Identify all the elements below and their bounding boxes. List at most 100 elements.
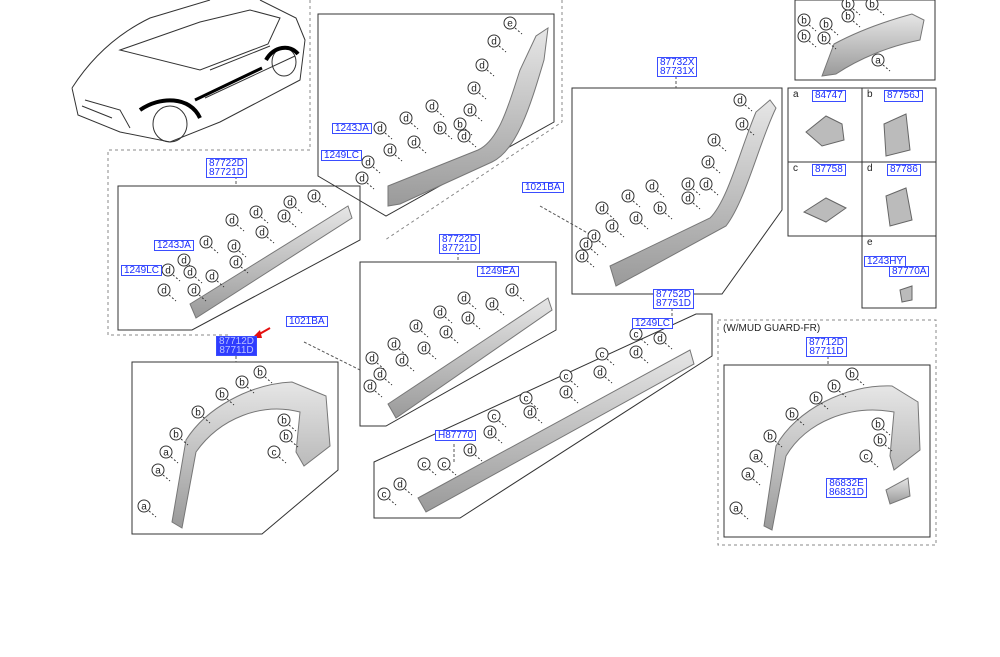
callout-d: d (681, 177, 701, 196)
callout-d: d (205, 269, 225, 288)
part-code-line: 87770A (892, 266, 927, 277)
part-code-line: 87731X (660, 66, 695, 77)
callout-d: d (199, 235, 219, 254)
callout-b: b (169, 427, 189, 446)
svg-text:c: c (564, 372, 569, 383)
callout-d: d (699, 177, 719, 196)
svg-text:b: b (821, 34, 827, 45)
callout-d: d (439, 325, 459, 344)
legend-letter-c: c (793, 163, 798, 174)
svg-text:d: d (391, 340, 397, 351)
part-code-line: 87732X (660, 57, 695, 68)
panel-frame-7 (723, 364, 931, 538)
callout-d: d (373, 121, 393, 140)
part-label-1243ja-a[interactable]: 1243JA (332, 123, 372, 134)
callout-d: d (595, 201, 615, 220)
svg-text:d: d (591, 232, 597, 243)
svg-text:a: a (733, 504, 739, 515)
part-label-1021ba-b[interactable]: 1021BA (286, 316, 328, 327)
callout-d: d (467, 81, 487, 100)
part-label-h87770[interactable]: H87770 (435, 430, 477, 441)
part-label-87732x-87731x[interactable]: 87732X 87731X (657, 57, 698, 77)
part-label-87712d-87711d-selected[interactable]: 87712D 87711D (216, 336, 258, 356)
svg-text:d: d (181, 256, 187, 267)
callout-d: d (575, 249, 595, 268)
clip-b-icon (883, 113, 911, 157)
callout-d: d (463, 103, 483, 122)
part-label-1249ea[interactable]: 1249EA (477, 266, 519, 277)
svg-text:d: d (209, 272, 215, 283)
callout-d: d (523, 405, 543, 424)
svg-text:d: d (403, 114, 409, 125)
part-code-line: 87751D (656, 298, 692, 309)
svg-text:b: b (831, 382, 837, 393)
part-label-1243ja-b[interactable]: 1243JA (154, 240, 194, 251)
svg-text:b: b (173, 430, 179, 441)
part-label-1249lc-b[interactable]: 1249LC (121, 265, 163, 276)
svg-text:d: d (597, 368, 603, 379)
callout-d: d (365, 351, 385, 370)
callout-d: d (227, 239, 247, 258)
part-label-87752d-87751d[interactable]: 87752D 87751D (653, 289, 695, 309)
callout-d: d (457, 129, 477, 148)
svg-text:d: d (233, 258, 239, 269)
svg-text:d: d (467, 446, 473, 457)
svg-text:d: d (625, 192, 631, 203)
legend-code-84747[interactable]: 84747 (812, 90, 846, 102)
callout-d: d (373, 367, 393, 386)
svg-text:d: d (231, 242, 237, 253)
svg-text:c: c (382, 490, 387, 501)
callout-d: d (277, 209, 297, 228)
part-label-1249lc-a[interactable]: 1249LC (321, 150, 363, 161)
callout-d: d (433, 305, 453, 324)
legend-code-87786[interactable]: 87786 (887, 164, 921, 176)
callout-d: d (417, 341, 437, 360)
part-label-1249lc-c[interactable]: 1249LC (632, 318, 674, 329)
callout-d: d (255, 225, 275, 244)
callout-c: c (595, 347, 615, 366)
svg-text:c: c (600, 350, 605, 361)
callout-d: d (307, 189, 327, 208)
svg-text:b: b (813, 394, 819, 405)
rear-wheel-moulding-part (821, 13, 925, 77)
svg-text:c: c (272, 448, 277, 459)
svg-text:a: a (745, 470, 751, 481)
callout-b: b (827, 379, 847, 398)
svg-text:d: d (413, 322, 419, 333)
part-label-1021ba-a[interactable]: 1021BA (522, 182, 564, 193)
svg-text:b: b (801, 32, 807, 43)
part-label-87770a[interactable]: 87770A (889, 266, 930, 277)
callout-a: a (159, 445, 179, 464)
svg-text:b: b (281, 416, 287, 427)
part-label-86832e-86831d[interactable]: 86832E 86831D (826, 478, 868, 498)
svg-text:d: d (429, 102, 435, 113)
svg-text:d: d (487, 428, 493, 439)
svg-text:d: d (711, 136, 717, 147)
svg-text:c: c (442, 460, 447, 471)
callout-d: d (393, 477, 413, 496)
callout-d: d (383, 143, 403, 162)
group-outline-left (107, 0, 311, 336)
svg-text:d: d (377, 124, 383, 135)
panel-frame-4 (359, 261, 557, 427)
svg-text:d: d (359, 174, 365, 185)
callout-b: b (797, 13, 817, 32)
callout-b: b (809, 391, 829, 410)
callout-d: d (225, 213, 245, 232)
svg-text:d: d (633, 348, 639, 359)
callout-d: d (487, 34, 507, 53)
part-label-87722d-87721d-b[interactable]: 87722D 87721D (439, 234, 481, 254)
svg-text:d: d (421, 344, 427, 355)
part-label-1243hy[interactable]: 1243HY (864, 256, 907, 267)
svg-text:d: d (737, 96, 743, 107)
part-label-87712d-87711d-mud-guard[interactable]: 87712D 87711D (806, 337, 848, 357)
legend-code-87758[interactable]: 87758 (812, 164, 846, 176)
callout-b: b (845, 367, 865, 386)
svg-text:d: d (399, 356, 405, 367)
svg-text:d: d (281, 212, 287, 223)
callout-d: d (361, 155, 381, 174)
part-label-87722d-87721d-a[interactable]: 87722D 87721D (206, 158, 248, 178)
svg-text:d: d (465, 314, 471, 325)
callout-d: d (407, 135, 427, 154)
legend-code-87756j[interactable]: 87756J (884, 90, 923, 102)
